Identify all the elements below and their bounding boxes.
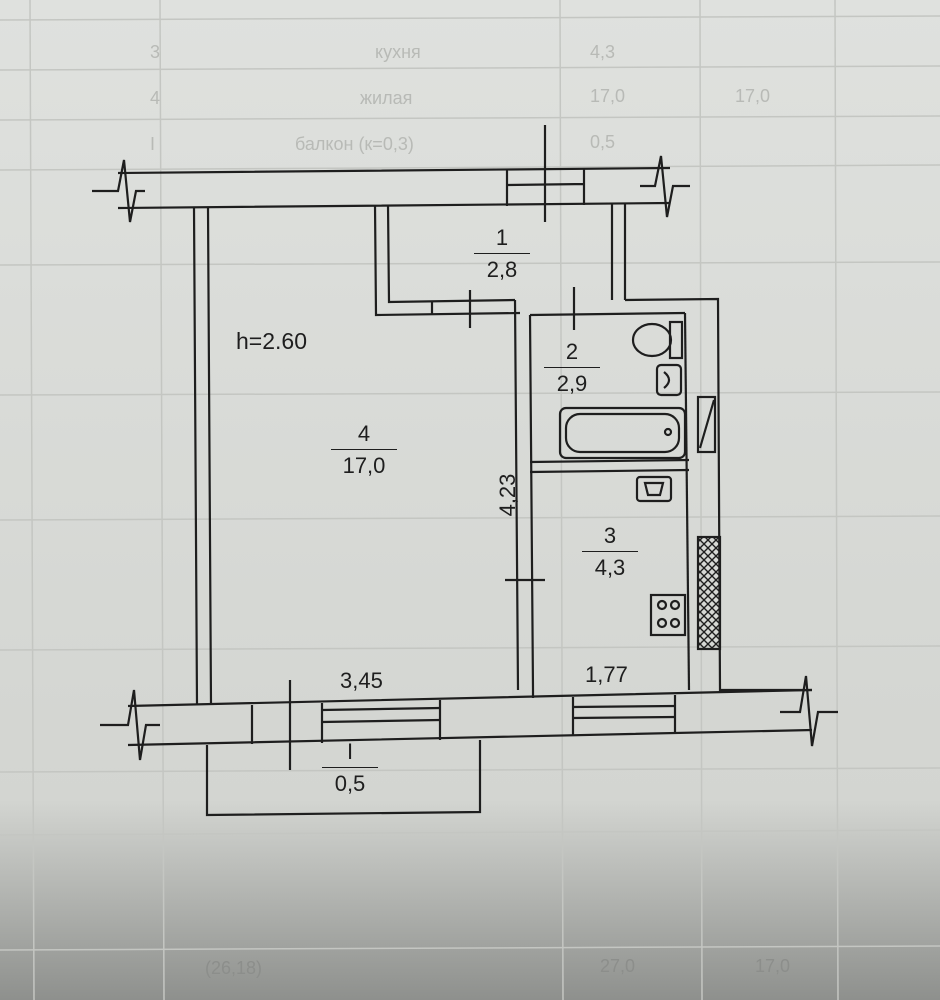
kitchen-width-dimension: 1,77: [585, 662, 628, 687]
room-1-label: 1 2,8: [470, 226, 534, 282]
room-4-number: 4: [357, 421, 371, 446]
bg-row-number: 4: [150, 88, 161, 108]
bg-row-value: 0,5: [590, 132, 616, 152]
room-3-label: 3 4,3: [578, 524, 642, 580]
bg-row-number: I: [150, 134, 156, 154]
bg-footer-value: 27,0: [600, 956, 636, 976]
bg-row-number: 3: [150, 42, 161, 62]
room-2-number: 2: [565, 339, 579, 364]
fraction-bar: [474, 253, 530, 254]
bg-footer-value: (26,18): [205, 958, 263, 978]
room-3-area: 4,3: [594, 555, 626, 580]
balcony-label: I 0,5: [318, 740, 382, 796]
bg-row-label: балкон (к=0,3): [295, 134, 414, 154]
room-4-label: 4 17,0: [326, 422, 402, 478]
balcony-number: I: [346, 739, 354, 764]
fraction-bar: [331, 449, 397, 450]
room-3-number: 3: [603, 523, 617, 548]
fraction-bar: [322, 767, 378, 768]
ceiling-height-label: h=2.60: [236, 328, 307, 354]
room-1-area: 2,8: [486, 257, 518, 282]
bg-row-label: жилая: [360, 88, 413, 108]
balcony-area: 0,5: [334, 771, 366, 796]
bg-row-value: 17,0: [590, 86, 626, 106]
plan-lines: [92, 125, 838, 817]
room-4-area: 17,0: [342, 453, 386, 478]
fraction-bar: [582, 551, 638, 552]
bg-row-label: кухня: [375, 42, 421, 62]
bg-row-value: 17,0: [735, 86, 771, 106]
fraction-bar: [544, 367, 600, 368]
room-2-area: 2,9: [556, 371, 588, 396]
room-2-label: 2 2,9: [540, 340, 604, 396]
bg-footer-value: 17,0: [755, 956, 791, 976]
room-width-dimension: 3,45: [340, 668, 383, 693]
room-1-number: 1: [495, 225, 509, 250]
bg-row-value: 4,3: [590, 42, 616, 62]
room-depth-dimension: 4,23: [495, 473, 520, 517]
